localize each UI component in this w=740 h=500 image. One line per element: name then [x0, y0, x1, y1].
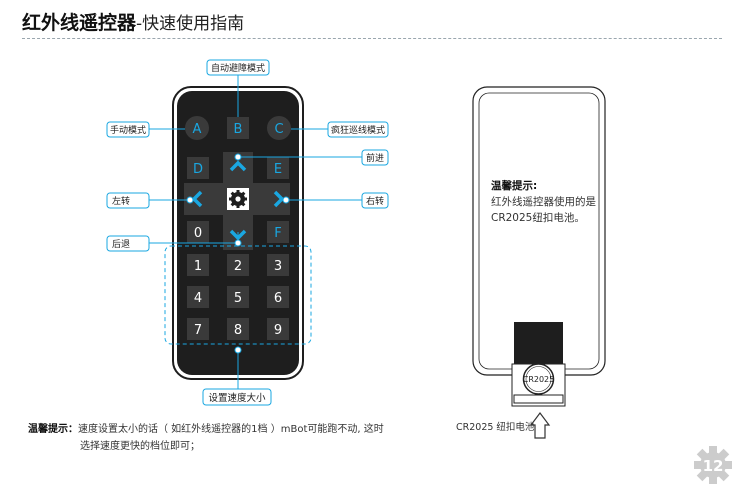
- battery-tip-text: 红外线遥控器使用的是CR2025纽扣电池。: [491, 196, 596, 224]
- callout-auto-avoid-label: 自动避障模式: [211, 62, 265, 74]
- page-number: 12: [703, 457, 724, 475]
- key-d-button[interactable]: [187, 157, 209, 179]
- callout-set-speed: [202, 388, 272, 406]
- key-8-label: 8: [234, 323, 242, 338]
- key-3-button[interactable]: [267, 254, 289, 276]
- key-f-label: F: [274, 226, 281, 241]
- callout-crazy-line: [327, 121, 389, 138]
- speed-note-line1: 速度设置太小的话（ 如红外线遥控器的1档 ）mBot可能跑不动, 这时: [78, 424, 384, 435]
- callout-manual-label: 手动模式: [110, 124, 146, 136]
- callout-turn-right-label: 右转: [366, 195, 384, 207]
- callout-turn-left-label: 左转: [112, 195, 130, 207]
- callout-lines: [149, 75, 362, 389]
- key-b-label: B: [234, 122, 243, 137]
- key-a-button[interactable]: [185, 116, 209, 140]
- callout-set-speed-label: 设置速度大小: [208, 392, 266, 404]
- key-b-button[interactable]: [227, 117, 249, 139]
- page-title-sub: -快速使用指南: [136, 14, 245, 34]
- key-9-label: 9: [274, 323, 282, 338]
- key-c-label: C: [274, 122, 283, 137]
- page-number-gear-icon: [694, 446, 732, 484]
- battery-tip-title: 温馨提示:: [491, 180, 538, 192]
- key-1-label: 1: [194, 259, 202, 274]
- callout-turn-right: [361, 192, 389, 209]
- battery-caption: CR2025 纽扣电池: [456, 422, 535, 433]
- callout-forward-label: 前进: [366, 152, 384, 164]
- key-2-button[interactable]: [227, 254, 249, 276]
- key-5-button[interactable]: [227, 286, 249, 308]
- key-6-button[interactable]: [267, 286, 289, 308]
- callout-crazy-line-label: 疯狂巡线模式: [331, 124, 385, 136]
- key-9-button[interactable]: [267, 318, 289, 340]
- battery-tray-lip: [513, 394, 564, 404]
- callout-auto-avoid: [206, 59, 270, 76]
- title-divider: [22, 38, 722, 39]
- battery-cell-label: CR2025: [523, 375, 555, 384]
- battery-tip: 温馨提示: 红外线遥控器使用的是CR2025纽扣电池。: [491, 178, 603, 226]
- key-7-label: 7: [194, 323, 202, 338]
- key-0-label: 0: [194, 226, 202, 241]
- callout-forward: [361, 149, 389, 166]
- key-7-button[interactable]: [187, 318, 209, 340]
- callout-backward: [106, 235, 150, 252]
- arrow-right-icon[interactable]: [273, 190, 285, 208]
- page-title-main: 红外线遥控器: [22, 12, 137, 34]
- key-1-button[interactable]: [187, 254, 209, 276]
- coin-cell-battery: [522, 363, 555, 395]
- key-c-button[interactable]: [267, 116, 291, 140]
- speed-note-label: 温馨提示：: [28, 424, 78, 435]
- arrow-up-icon: [529, 412, 551, 439]
- key-f-button[interactable]: [267, 221, 289, 243]
- speed-note-line2: 选择速度更快的档位即可；: [80, 441, 200, 452]
- key-a-label: A: [193, 122, 202, 137]
- speed-note: 温馨提示：速度设置太小的话（ 如红外线遥控器的1档 ）mBot可能跑不动, 这时…: [28, 421, 408, 455]
- coin-cell-inner-ring: [525, 366, 552, 392]
- key-2-label: 2: [234, 259, 242, 274]
- key-4-button[interactable]: [187, 286, 209, 308]
- key-0-button[interactable]: [187, 221, 209, 243]
- page-title: 红外线遥控器-快速使用指南: [22, 8, 244, 35]
- key-5-label: 5: [234, 291, 242, 306]
- callout-backward-label: 后退: [112, 239, 130, 250]
- key-8-button[interactable]: [227, 318, 249, 340]
- callout-manual: [106, 121, 150, 138]
- arrow-left-icon[interactable]: [191, 190, 203, 208]
- key-6-label: 6: [274, 291, 282, 306]
- gear-icon: [229, 190, 247, 208]
- key-e-button[interactable]: [267, 157, 289, 179]
- battery-compartment: [514, 322, 563, 364]
- key-3-label: 3: [274, 259, 282, 274]
- callout-turn-left: [106, 192, 150, 209]
- key-d-label: D: [193, 162, 203, 177]
- arrow-up-icon[interactable]: [229, 160, 247, 172]
- key-e-label: E: [274, 162, 282, 177]
- key-4-label: 4: [194, 291, 202, 306]
